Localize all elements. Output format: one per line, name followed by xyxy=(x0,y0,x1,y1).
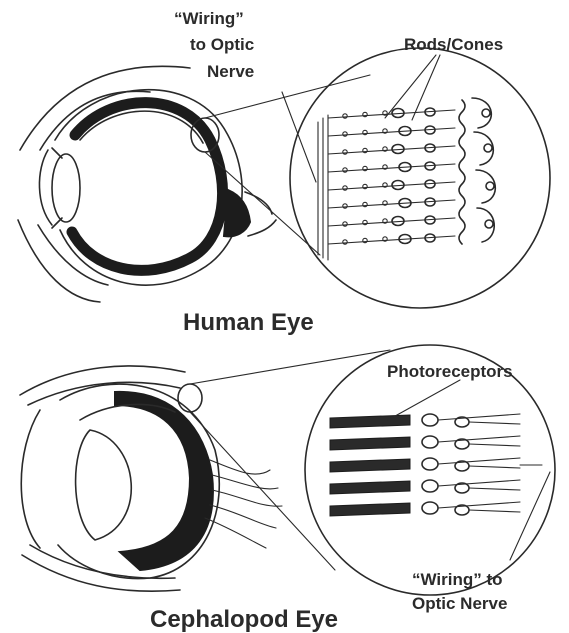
cephalopod-nerve-fiber xyxy=(438,414,520,420)
cephalopod-nerve-fiber xyxy=(438,458,520,464)
human-wiring-label-line2: to Optic xyxy=(190,35,254,54)
cephalopod-nerve-fiber xyxy=(438,480,520,486)
cephalopod-cell-body xyxy=(422,502,438,514)
human-ganglion-cell xyxy=(343,186,347,190)
human-eye-title: Human Eye xyxy=(183,309,314,336)
cephalopod-photoreceptors-label: Photoreceptors xyxy=(387,362,513,381)
cephalopod-nerve-fiber xyxy=(469,466,520,468)
cephalopod-wiring-label-line1: “Wiring” to xyxy=(412,570,503,589)
human-wiring-label-line1: “Wiring” xyxy=(174,9,244,28)
cephalopod-nerve-fiber xyxy=(469,444,520,446)
cephalopod-wiring-label-line2: Optic Nerve xyxy=(412,594,507,613)
cephalopod-cell-body xyxy=(422,414,438,426)
cephalopod-cell-body xyxy=(422,480,438,492)
human-ganglion-cell xyxy=(343,132,347,136)
cephalopod-eye-title: Cephalopod Eye xyxy=(150,606,338,633)
human-wiring-label-line3: Nerve xyxy=(207,62,254,81)
human-ganglion-cell xyxy=(343,150,347,154)
cephalopod-cell-body xyxy=(422,458,438,470)
human-ganglion-cell xyxy=(343,168,347,172)
cephalopod-nerve-fiber xyxy=(469,510,520,512)
human-ganglion-cell xyxy=(343,204,347,208)
cephalopod-nerve-fiber xyxy=(438,502,520,508)
human-eye-figure xyxy=(18,66,370,302)
human-ganglion-cell xyxy=(343,114,347,118)
cephalopod-cell-body xyxy=(422,436,438,448)
human-rods-cones-label: Rods/Cones xyxy=(404,35,503,54)
cephalopod-retina-magnified xyxy=(305,345,555,595)
human-ganglion-cell xyxy=(343,222,347,226)
cephalopod-nerve-fiber xyxy=(438,436,520,442)
cephalopod-nerve-fiber xyxy=(469,422,520,424)
cephalopod-nerve-fiber xyxy=(469,488,520,490)
human-ganglion-cell xyxy=(343,240,347,244)
